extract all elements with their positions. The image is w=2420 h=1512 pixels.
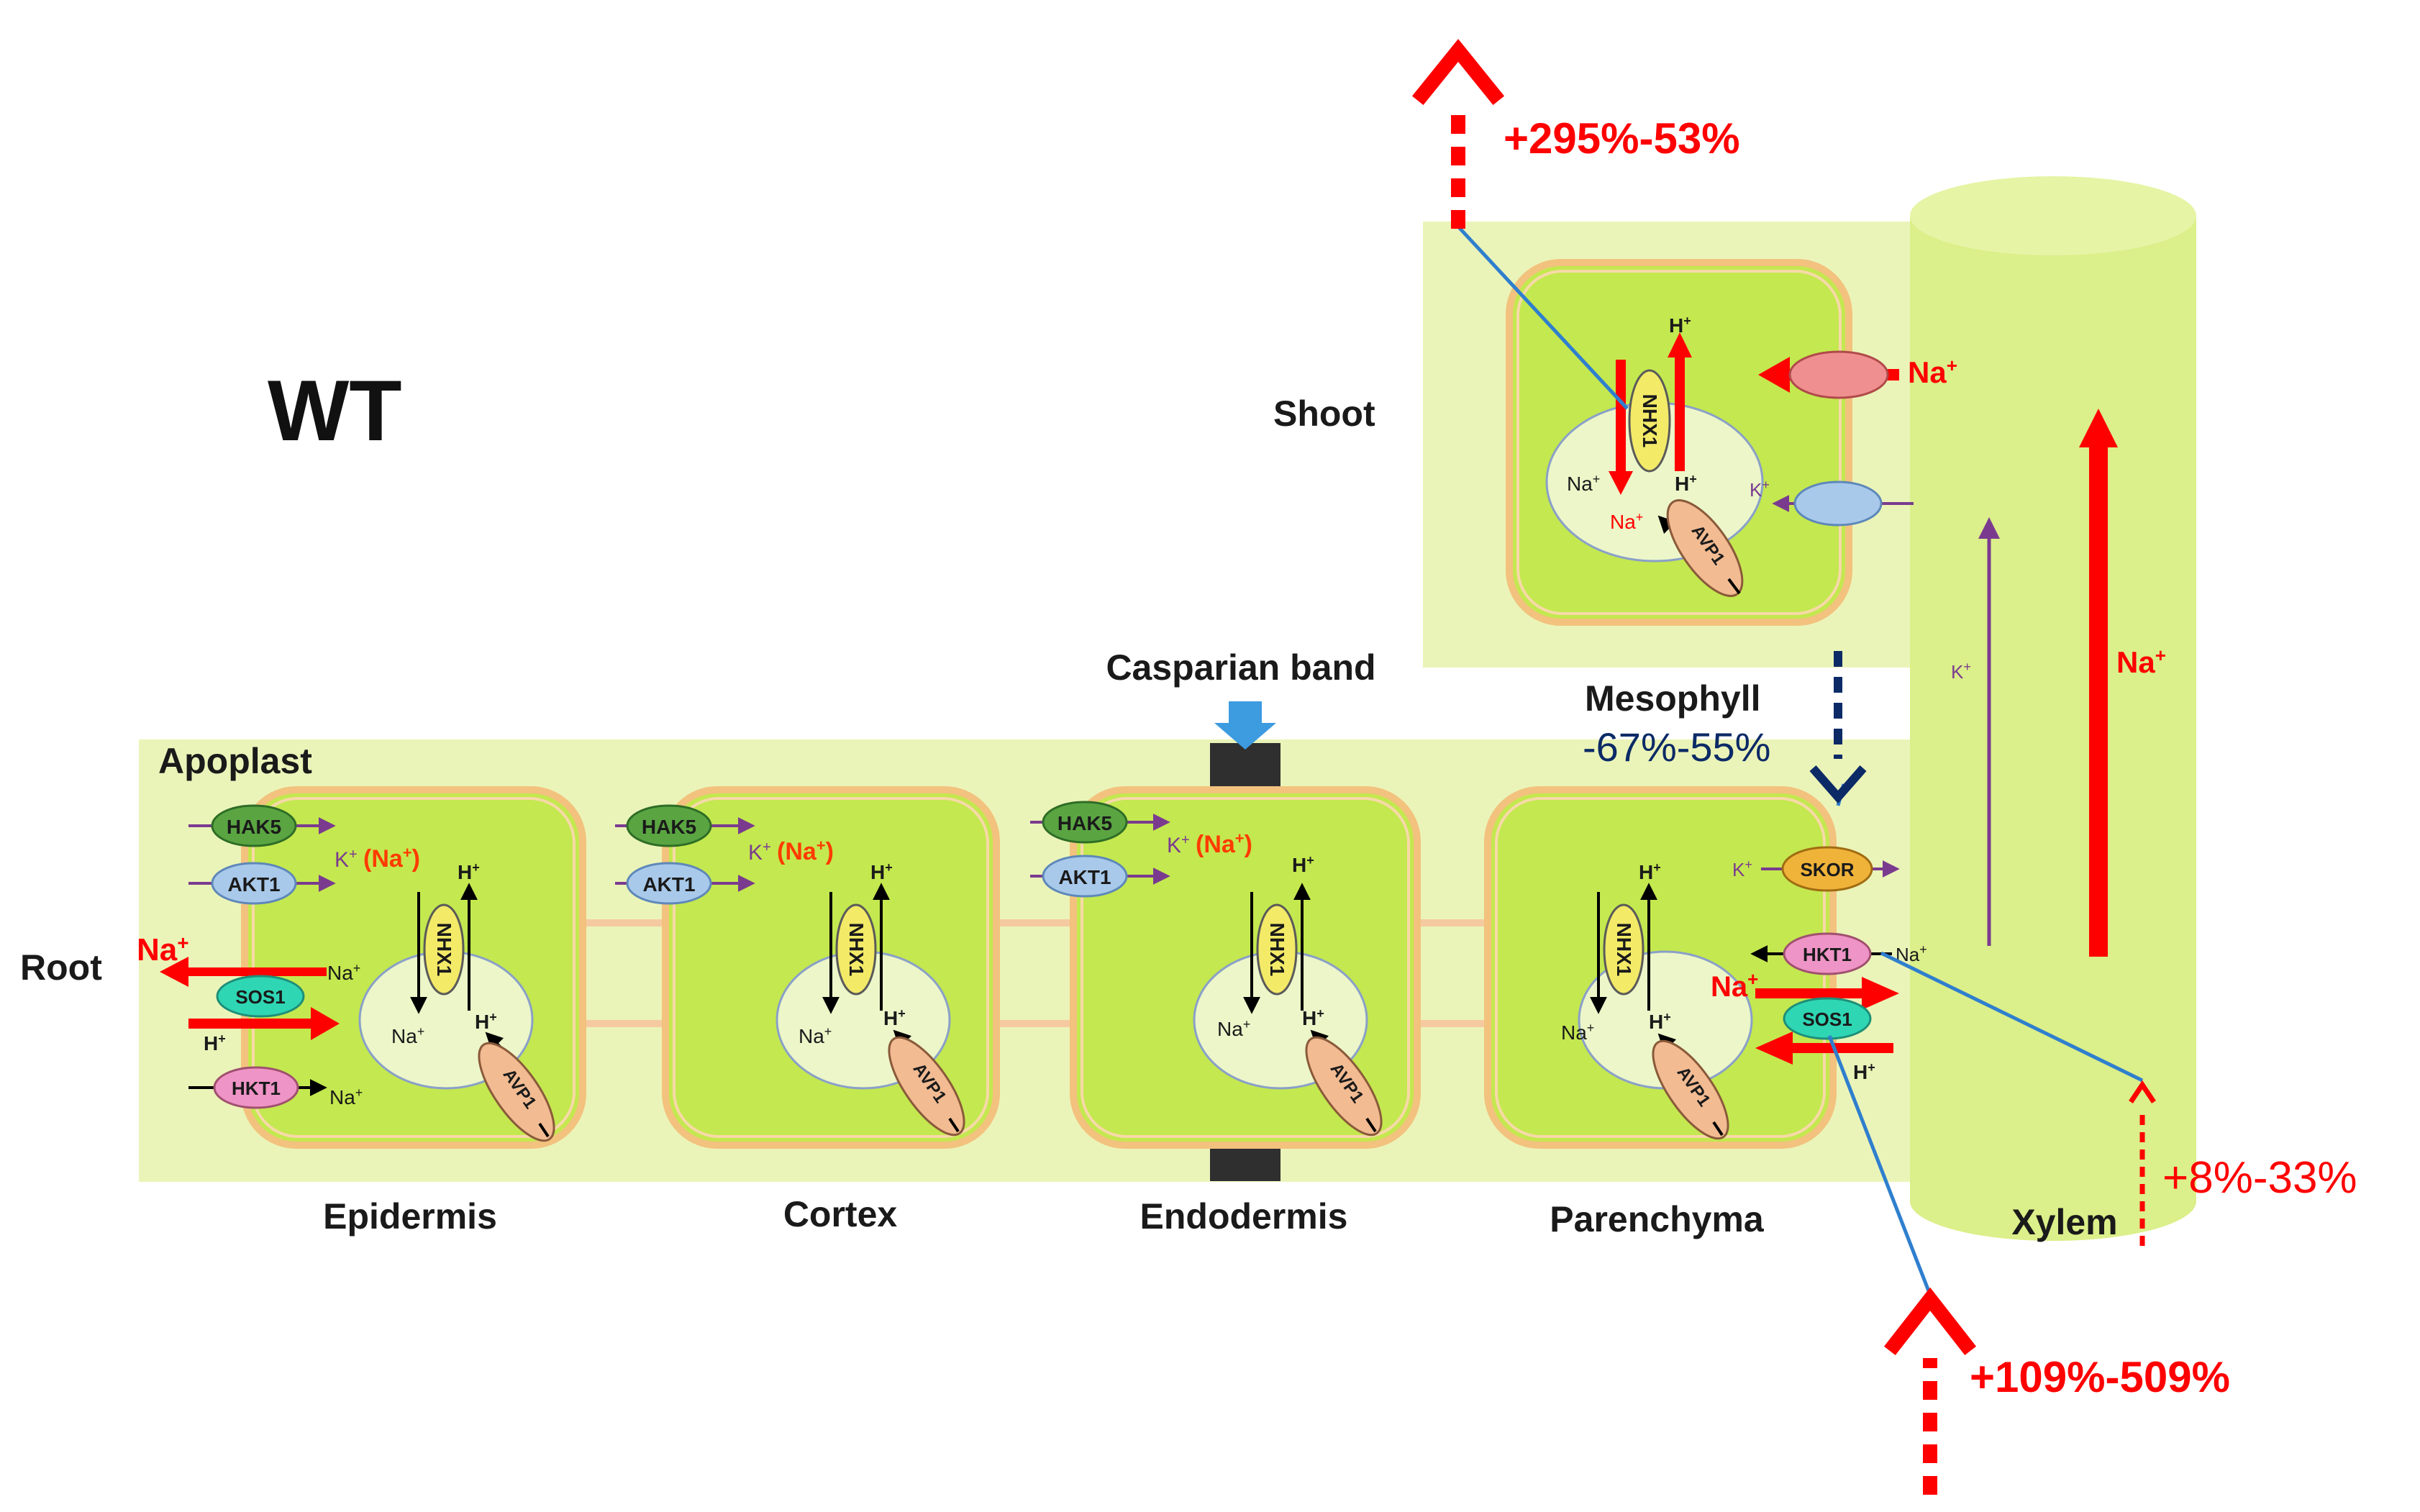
svg-text:SOS1: SOS1 — [1802, 1008, 1852, 1030]
svg-text:NHX1: NHX1 — [845, 923, 868, 977]
casparian-band-top — [1210, 743, 1280, 786]
genotype-label: WT — [268, 363, 402, 459]
svg-text:AKT1: AKT1 — [1058, 866, 1111, 888]
xylem-k-arrow: K+ — [1951, 517, 2000, 946]
svg-text:NHX1: NHX1 — [1613, 923, 1635, 977]
avp1-mesophyll: AVP1 — [1657, 499, 1744, 597]
apoplast-label: Apoplast — [158, 741, 312, 781]
svg-text:HKT1: HKT1 — [232, 1078, 281, 1099]
xylem-cylinder — [1910, 176, 2196, 1241]
svg-text:H+: H+ — [458, 860, 480, 883]
skor-transporter: SKOR K+ — [1732, 846, 1900, 892]
hak5-transporter: HAK5 — [1030, 801, 1170, 844]
hak5-transporter: HAK5 — [615, 804, 755, 847]
sos1-transporter-epidermis: SOS1 Na+ Na+ H+ — [137, 932, 360, 1055]
svg-text:HAK5: HAK5 — [642, 816, 696, 838]
xylem-label: Xylem — [2011, 1202, 2117, 1242]
svg-text:Na+: Na+ — [1561, 1021, 1594, 1044]
shoot-label: Shoot — [1273, 393, 1375, 434]
svg-text:NHX1: NHX1 — [1639, 394, 1661, 448]
na-channel-mesophyll: Na+ — [1758, 350, 1957, 399]
down-arrow-icon — [1214, 701, 1276, 750]
svg-text:Na+: Na+ — [329, 1085, 363, 1108]
casparian-band-bottom — [1210, 1145, 1280, 1181]
akt1-transporter: AKT1 — [188, 862, 336, 905]
plasmodesmata — [581, 919, 1496, 1027]
svg-text:(Na+): (Na+) — [1196, 829, 1252, 859]
hkt1-transporter-epidermis: HKT1 Na+ — [188, 1066, 363, 1109]
akt1-transporter: AKT1 — [1030, 855, 1170, 898]
k-na-label: K+ (Na+) — [1167, 829, 1252, 859]
mesophyll-label: Mesophyll — [1585, 678, 1760, 719]
bottom-change-label: +109%-509% — [1970, 1353, 2230, 1401]
nhx1-mesophyll: NHX1 H+ H+ Na+ Na+ — [1567, 314, 1697, 533]
svg-text:NHX1: NHX1 — [1266, 923, 1288, 977]
parenchyma-label: Parenchyma — [1550, 1199, 1765, 1239]
xylem-na-arrow: Na+ — [2079, 409, 2166, 957]
svg-text:(Na+): (Na+) — [363, 844, 420, 873]
cell-parenchyma — [1484, 786, 1837, 1149]
svg-text:SOS1: SOS1 — [235, 986, 285, 1008]
svg-text:AKT1: AKT1 — [642, 873, 695, 896]
svg-text:(Na+): (Na+) — [777, 837, 834, 866]
svg-text:HAK5: HAK5 — [1057, 812, 1112, 834]
nhx1-avp1-epidermis: NHX1 H+ Na+ H+ AVP1 — [391, 860, 555, 1142]
shoot-change-label: +295%-53% — [1504, 114, 1740, 163]
mesophyll-change-label: -67%-55% — [1583, 724, 1770, 770]
dashed-up-arrow-icon — [2129, 1080, 2156, 1246]
casparian-band-label: Casparian band — [1106, 647, 1375, 688]
epidermis-label: Epidermis — [323, 1196, 497, 1237]
connector-lines — [1457, 225, 2144, 1295]
dashed-up-arrow-icon — [1883, 1287, 1977, 1495]
hkt1-transporter-parenchyma: HKT1 Na+ — [1750, 932, 1927, 975]
dashed-down-arrow-icon — [1809, 651, 1867, 804]
nhx1-avp1-parenchyma: NHX1 H+ Na+ H+ AVP1 — [1561, 860, 1729, 1140]
svg-text:NHX1: NHX1 — [433, 923, 455, 977]
svg-text:HKT1: HKT1 — [1803, 944, 1852, 965]
cortex-label: Cortex — [783, 1194, 898, 1234]
xylem-change-label: +8%-33% — [2162, 1153, 2357, 1203]
hak5-transporter: HAK5 — [188, 804, 336, 847]
svg-text:SKOR: SKOR — [1800, 859, 1854, 880]
nhx1-avp1-cortex: NHX1 H+ Na+ H+ AVP1 — [799, 860, 965, 1137]
svg-text:AKT1: AKT1 — [227, 873, 280, 896]
dashed-up-arrow-icon — [1411, 39, 1505, 229]
akt1-transporter: AKT1 — [615, 862, 755, 905]
endodermis-label: Endodermis — [1140, 1196, 1348, 1237]
root-label: Root — [20, 947, 102, 988]
svg-text:HAK5: HAK5 — [227, 816, 281, 838]
